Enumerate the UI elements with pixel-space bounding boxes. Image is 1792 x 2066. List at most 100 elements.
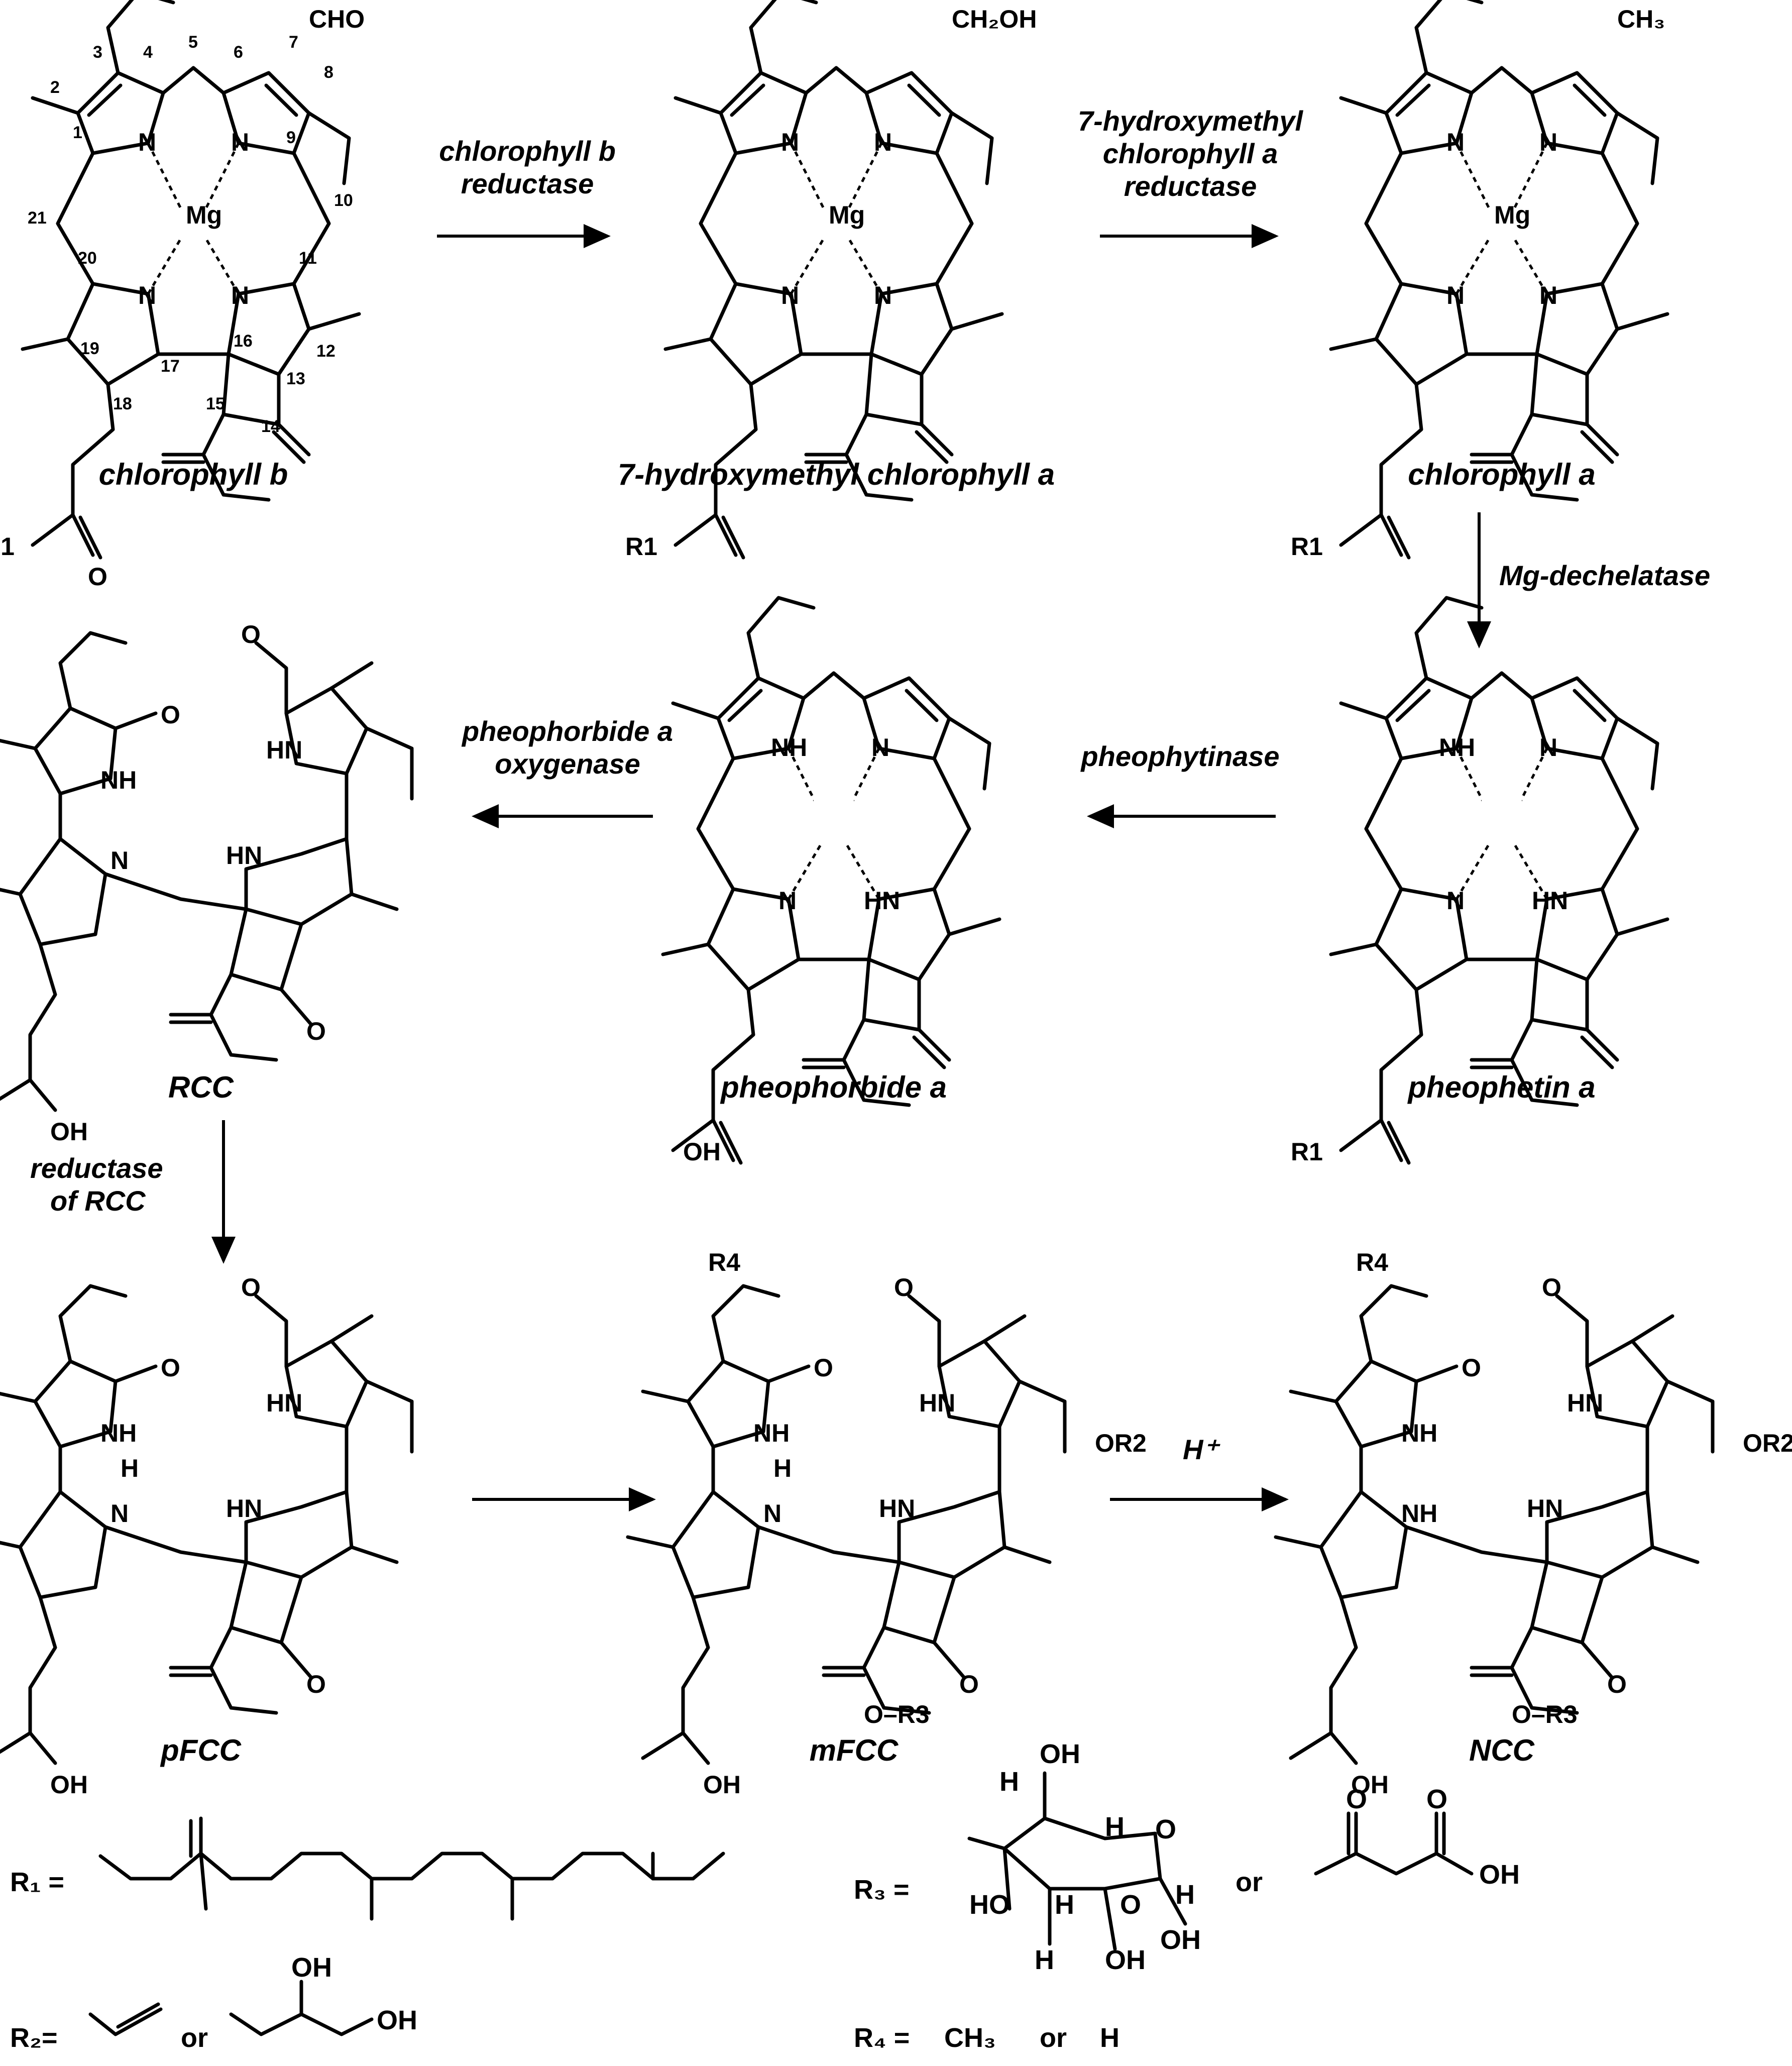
r3-label: R₃ =: [854, 1875, 910, 1905]
diol-option: [229, 2012, 374, 2036]
svg-text:H: H: [1105, 1812, 1125, 1842]
enzyme-label-line2: reductase: [461, 168, 594, 199]
svg-text:chlorophyll a: chlorophyll a: [1103, 138, 1278, 169]
phytyl-chain: [98, 1852, 725, 1881]
substituent-r2: R₂= or OH OH: [10, 1952, 417, 2053]
svg-text:Mg-dechelatase: Mg-dechelatase: [1499, 560, 1710, 591]
r3-label: O–R3: [864, 1700, 930, 1728]
substituent-r1: R₁ =: [10, 1816, 725, 1921]
svg-text:O: O: [959, 1670, 979, 1698]
svg-text:O: O: [814, 1354, 833, 1382]
r1-label: R₁ =: [10, 1867, 64, 1897]
r3-label: O–R3: [1512, 1700, 1578, 1728]
svg-text:HN: HN: [266, 1389, 302, 1417]
svg-text:19: 19: [80, 339, 99, 358]
enzyme-label-line1: chlorophyll b: [439, 135, 616, 167]
svg-text:OH: OH: [377, 2005, 417, 2035]
ester-group-label: R1: [0, 532, 15, 561]
svg-text:H: H: [121, 1454, 139, 1482]
svg-text:oxygenase: oxygenase: [495, 748, 640, 780]
svg-text:18: 18: [113, 394, 132, 413]
c7-substituent: CH₂OH: [952, 5, 1037, 33]
svg-text:NH: NH: [100, 1419, 137, 1447]
arrow-pheophorbide-to-rcc: pheophorbide a oxygenase: [461, 715, 673, 828]
svg-text:OH: OH: [703, 1771, 741, 1799]
svg-text:HN: HN: [1567, 1389, 1603, 1417]
structure-name-pfcc: pFCC: [160, 1733, 242, 1767]
svg-text:O: O: [1426, 1784, 1447, 1814]
svg-text:OH: OH: [50, 1771, 88, 1799]
svg-text:6: 6: [234, 43, 243, 62]
c7-substituent: CHO: [309, 5, 365, 33]
svg-text:8: 8: [324, 63, 333, 82]
svg-text:7-hydroxymethyl: 7-hydroxymethyl: [1078, 105, 1304, 137]
svg-text:N: N: [1446, 281, 1465, 309]
ester-group-label: R1: [625, 532, 657, 561]
svg-text:N: N: [138, 281, 156, 309]
svg-text:HN: HN: [266, 736, 302, 764]
malonyl-option: [1314, 1852, 1474, 1876]
svg-text:N: N: [110, 846, 129, 875]
structure-name-pheophorbide-a: pheophorbide a: [720, 1070, 947, 1104]
svg-text:15: 15: [206, 394, 225, 413]
structure-pheophorbide-a: NH N N HN OH: [663, 598, 999, 1166]
svg-text:O: O: [161, 701, 180, 729]
substituent-r3: R₃ = H OH H O HO H H H OH O OH or O O: [854, 1739, 1520, 1975]
r3-or: or: [1236, 1867, 1263, 1897]
svg-text:HN: HN: [919, 1389, 955, 1417]
svg-text:N: N: [781, 281, 799, 309]
vinyl-option: [88, 2007, 163, 2036]
r2-label: OR2: [1095, 1429, 1147, 1457]
structure-pfcc: O NH H O HN N HN O OH: [0, 1273, 412, 1799]
svg-text:NH: NH: [1401, 1499, 1437, 1528]
svg-text:16: 16: [234, 332, 253, 351]
svg-text:H: H: [1035, 1945, 1054, 1975]
svg-text:N: N: [1539, 128, 1557, 156]
svg-text:H: H: [999, 1767, 1019, 1797]
structure-ncc: R4 O NH O HN OR2 NH HN O O–R3 OH: [1276, 1248, 1792, 1799]
svg-text:O: O: [241, 620, 261, 648]
svg-text:O: O: [1462, 1354, 1481, 1382]
ester-group-label: R1: [1291, 532, 1323, 561]
svg-text:N: N: [763, 1499, 781, 1528]
svg-text:HN: HN: [1532, 887, 1568, 915]
c7-substituent: CH₃: [1617, 5, 1665, 33]
svg-text:HO: HO: [969, 1890, 1010, 1920]
svg-text:O: O: [306, 1017, 326, 1045]
svg-text:H: H: [1055, 1890, 1074, 1920]
svg-text:Mg: Mg: [1494, 201, 1530, 229]
svg-text:OH: OH: [1160, 1925, 1201, 1955]
structure-name-chlorophyll-a: chlorophyll a: [1408, 458, 1595, 491]
arrow-chla-to-pheophetin: Mg-dechelatase: [1467, 512, 1710, 648]
svg-text:11: 11: [299, 249, 317, 268]
metal-label: Mg: [186, 201, 222, 229]
svg-text:5: 5: [188, 33, 198, 52]
svg-text:O: O: [1346, 1784, 1367, 1814]
svg-text:N: N: [231, 281, 249, 309]
structure-chlorophyll-a: Mg N N N N CH₃ R1: [1291, 0, 1667, 561]
svg-text:reductase: reductase: [30, 1152, 163, 1184]
svg-text:N: N: [231, 128, 249, 156]
structure-name-chlorophyll-b: chlorophyll b: [99, 458, 288, 491]
svg-text:H: H: [1175, 1880, 1195, 1910]
r2-label: OR2: [1743, 1429, 1792, 1457]
arrow-chlb-to-hmchl: chlorophyll b reductase: [437, 135, 616, 248]
svg-text:O: O: [1155, 1814, 1176, 1844]
svg-text:3: 3: [93, 43, 102, 62]
structure-rcc: O NH O HN N HN O OH: [0, 620, 412, 1146]
svg-text:21: 21: [28, 208, 47, 228]
structure-7-hydroxymethyl-chlorophyll-a: Mg N N N N CH₂OH R1: [625, 0, 1037, 561]
svg-text:pheophorbide a: pheophorbide a: [461, 715, 673, 747]
svg-text:H: H: [773, 1454, 792, 1482]
svg-text:OH: OH: [1105, 1945, 1146, 1975]
svg-text:NH: NH: [1401, 1419, 1437, 1447]
svg-text:N: N: [1539, 281, 1557, 309]
svg-text:NH: NH: [753, 1419, 790, 1447]
svg-text:HN: HN: [864, 887, 900, 915]
svg-text:O: O: [1607, 1670, 1627, 1698]
structure-name-ncc: NCC: [1469, 1733, 1535, 1767]
arrow-mfcc-to-ncc: H⁺: [1110, 1434, 1289, 1511]
arrow-hmchl-to-chla: 7-hydroxymethyl chlorophyll a reductase: [1078, 105, 1304, 248]
structure-name-pheophetin-a: pheophetin a: [1407, 1070, 1595, 1104]
